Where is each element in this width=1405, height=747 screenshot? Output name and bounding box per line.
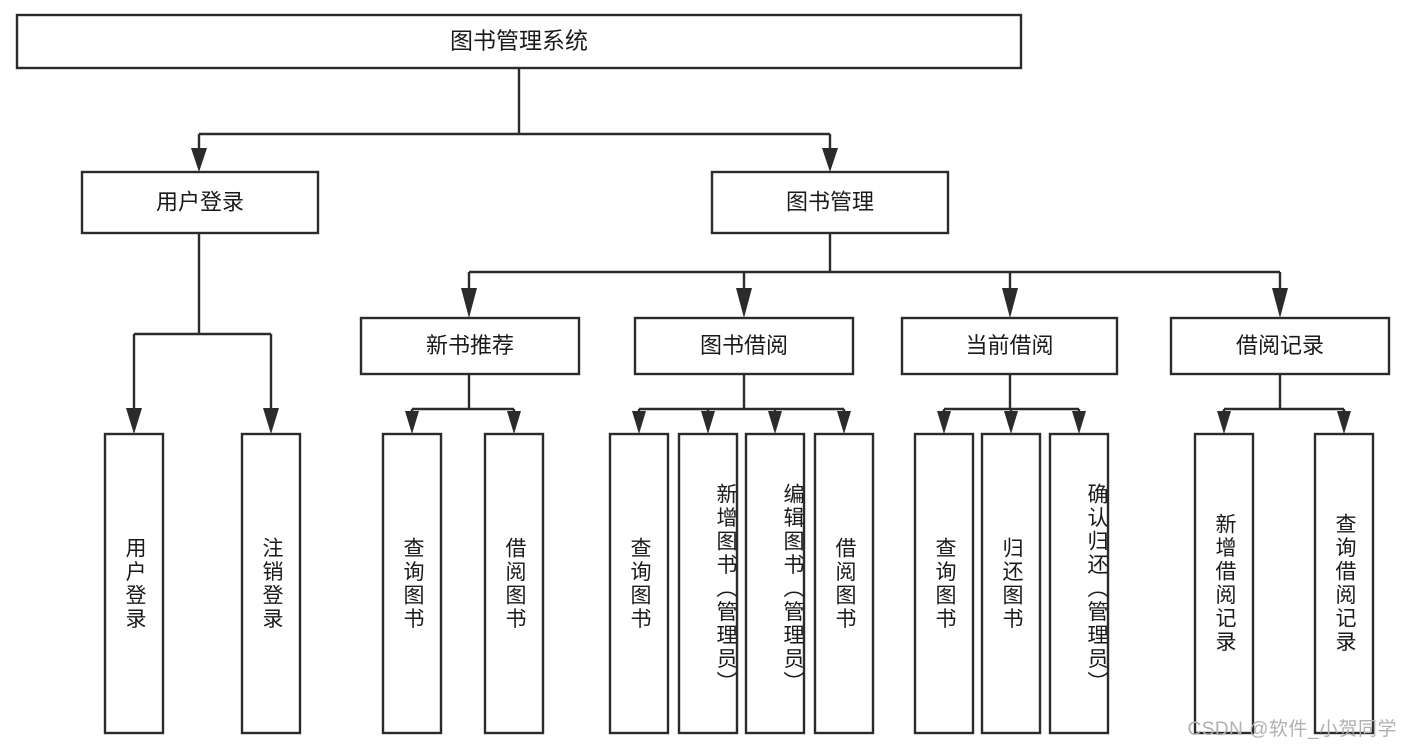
leaf-text: 确认归还（管理员） — [1085, 482, 1108, 695]
arrow-head-icon — [837, 411, 851, 434]
leaf-text: 查询借阅记录 — [1332, 513, 1356, 654]
arrow-head-icon — [1217, 411, 1231, 434]
arrow-head-icon — [1072, 411, 1086, 434]
arrow-head-icon — [191, 148, 207, 172]
node-label-current-borrow: 当前借阅 — [965, 333, 1053, 358]
node-borrow-record[interactable]: 借阅记录 — [1169, 316, 1391, 376]
leaf-text: 查询图书 — [400, 536, 424, 631]
arrow-head-icon — [263, 408, 279, 434]
node-label-user-login: 用户登录 — [156, 189, 244, 214]
leaf-box-return-book[interactable] — [980, 432, 1042, 735]
leaf-box-query-book-c[interactable] — [913, 432, 975, 735]
leaf-text: 查询图书 — [627, 536, 651, 631]
leaf-text: 归还图书 — [999, 536, 1023, 631]
arrow-head-icon — [461, 288, 477, 318]
leaf-label-query-book-b: 查询图书 — [610, 434, 668, 733]
leaf-box-query-record[interactable] — [1313, 432, 1375, 735]
leaf-label-query-book-c: 查询图书 — [915, 434, 973, 733]
leaf-box-add-book-admin[interactable] — [677, 432, 739, 735]
arrow-head-icon — [1337, 411, 1351, 434]
leaf-label-query-record: 查询借阅记录 — [1315, 434, 1373, 733]
arrow-head-icon — [405, 411, 419, 434]
leaf-label-add-record: 新增借阅记录 — [1195, 434, 1253, 733]
leaf-box-edit-book-admin[interactable] — [744, 432, 806, 735]
leaf-box-borrow-book-a[interactable] — [483, 432, 545, 735]
leaf-label-logout: 注销登录 — [242, 434, 300, 733]
leaf-label-borrow-book-a: 借阅图书 — [485, 434, 543, 733]
leaf-box-query-book-b[interactable] — [608, 432, 670, 735]
leaf-text: 借阅图书 — [832, 536, 856, 631]
node-current-borrow[interactable]: 当前借阅 — [900, 316, 1119, 376]
leaf-box-confirm-return[interactable] — [1048, 432, 1110, 735]
node-label-root: 图书管理系统 — [450, 28, 588, 54]
arrow-head-icon — [736, 288, 752, 318]
arrow-head-icon — [1002, 288, 1018, 318]
leaf-text: 借阅图书 — [502, 536, 526, 631]
node-label-new-book-recommend: 新书推荐 — [426, 333, 514, 358]
arrow-head-icon — [507, 411, 521, 434]
node-label-book-borrow: 图书借阅 — [700, 333, 788, 358]
leaf-text: 新增借阅记录 — [1212, 513, 1236, 654]
node-user-login[interactable]: 用户登录 — [80, 170, 320, 235]
leaf-box-user-login[interactable] — [103, 432, 165, 735]
arrow-head-icon — [632, 411, 646, 434]
leaf-label-user-login: 用户登录 — [105, 434, 163, 733]
leaf-box-logout[interactable] — [240, 432, 302, 735]
leaf-label-borrow-book-b: 借阅图书 — [815, 434, 873, 733]
leaf-label-edit-book-admin: 编辑图书（管理员） — [746, 434, 804, 733]
arrow-head-icon — [937, 411, 951, 434]
leaf-text: 注销登录 — [259, 536, 283, 631]
arrow-head-icon — [126, 408, 142, 434]
node-label-book-management: 图书管理 — [786, 189, 874, 214]
node-book-management[interactable]: 图书管理 — [710, 170, 950, 235]
arrow-head-icon — [701, 411, 715, 434]
leaf-box-borrow-book-b[interactable] — [813, 432, 875, 735]
node-root-system[interactable]: 图书管理系统 — [15, 13, 1023, 70]
leaf-box-query-book-a[interactable] — [381, 432, 443, 735]
leaf-text: 编辑图书（管理员） — [781, 482, 804, 695]
leaf-label-query-book-a: 查询图书 — [383, 434, 441, 733]
leaf-text: 新增图书（管理员） — [714, 482, 737, 695]
arrow-head-icon — [768, 411, 782, 434]
node-new-book-recommend[interactable]: 新书推荐 — [359, 316, 581, 376]
leaf-text: 查询图书 — [932, 536, 956, 631]
arrow-head-icon — [1004, 411, 1018, 434]
leaf-label-confirm-return: 确认归还（管理员） — [1050, 434, 1108, 733]
node-layer: 图书管理系统 用户登录 图书管理 新书推荐 图书借阅 当前 — [15, 13, 1391, 735]
arrow-head-icon — [1272, 288, 1288, 318]
node-label-borrow-record: 借阅记录 — [1236, 333, 1324, 358]
leaf-box-add-record[interactable] — [1193, 432, 1255, 735]
leaf-text: 用户登录 — [122, 536, 146, 631]
node-book-borrow[interactable]: 图书借阅 — [633, 316, 855, 376]
leaf-label-return-book: 归还图书 — [982, 434, 1040, 733]
connector-layer — [126, 68, 1351, 434]
arrow-head-icon — [822, 148, 838, 172]
leaf-label-add-book-admin: 新增图书（管理员） — [679, 434, 737, 733]
